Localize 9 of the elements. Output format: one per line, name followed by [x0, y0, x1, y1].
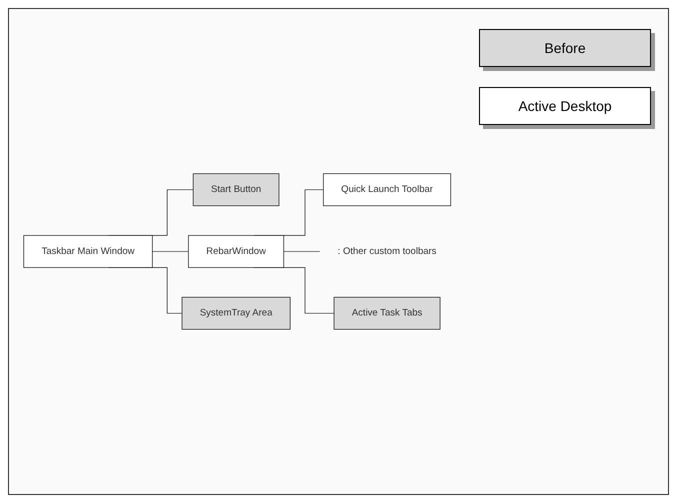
- node-text: : Other custom toolbars: [338, 246, 436, 256]
- connector: [283, 251, 320, 252]
- node-box: Quick Launch Toolbar: [323, 173, 452, 206]
- node-box: Start Button: [192, 173, 280, 206]
- node-box: SystemTray Area: [182, 296, 290, 330]
- node-box: Active Task Tabs: [334, 296, 440, 330]
- node-box: Taskbar Main Window: [23, 235, 153, 268]
- connector: [152, 251, 189, 252]
- node-box: RebarWindow: [188, 235, 284, 268]
